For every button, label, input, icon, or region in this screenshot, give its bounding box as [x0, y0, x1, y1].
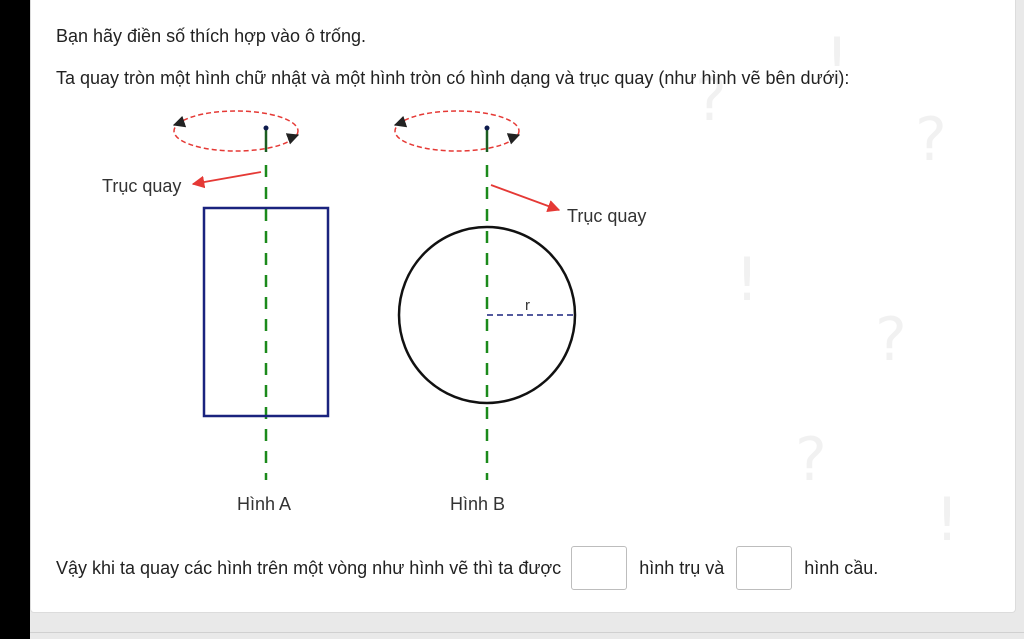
- question-text: Ta quay tròn một hình chữ nhật và một hì…: [56, 68, 850, 88]
- sphere-count-input[interactable]: [736, 546, 793, 590]
- circle-shape: [397, 225, 577, 405]
- answer-middle-text: hình trụ và: [639, 557, 725, 578]
- rotation-direction-arrow-a2: [285, 133, 300, 145]
- axis-pointer-arrow-b: [490, 184, 561, 213]
- caption-figure-b: Hình B: [450, 494, 505, 514]
- svg-text:?: ?: [795, 425, 827, 495]
- rectangle-shape: [202, 206, 330, 418]
- caption-figure-a: Hình A: [237, 494, 291, 514]
- answer-suffix-text: hình cầu.: [804, 557, 879, 578]
- svg-text:?: ?: [695, 65, 727, 135]
- svg-text:!: !: [735, 245, 759, 315]
- svg-text:?: ?: [915, 105, 947, 175]
- axis-label-b: Trục quay: [567, 206, 646, 226]
- rotation-direction-arrow-a: [172, 115, 187, 128]
- axis-top-point-a: [263, 125, 269, 131]
- svg-text:?: ?: [875, 305, 907, 375]
- figure-b: r Trục quay Hình B: [393, 110, 646, 514]
- rotation-direction-arrow-b2: [506, 133, 521, 145]
- answer-row: Vậy khi ta quay các hình trên một vòng n…: [56, 545, 878, 591]
- svg-text:!: !: [825, 25, 849, 95]
- instruction-text: Bạn hãy điền số thích hợp vào ô trống.: [56, 26, 367, 46]
- left-dark-bar: [0, 0, 30, 639]
- rotation-ellipse-b: [394, 110, 520, 152]
- rotation-figure: Trục quay Hình A r Trục quay Hình B: [102, 110, 646, 514]
- rotation-ellipse-a: [173, 110, 299, 152]
- cylinder-count-input[interactable]: [571, 546, 628, 590]
- question-card: ? ! ? ! ? ? ! Bạn hãy điền số thích hợp …: [30, 0, 1016, 613]
- background-watermark: ? ! ? ! ? ? !: [695, 25, 959, 555]
- axis-top-point-b: [484, 125, 490, 131]
- radius-label: r: [525, 297, 530, 314]
- figure-a: Trục quay Hình A: [102, 110, 330, 514]
- answer-prefix-text: Vậy khi ta quay các hình trên một vòng n…: [56, 557, 562, 578]
- rotation-direction-arrow-b: [393, 115, 408, 128]
- axis-label-a: Trục quay: [102, 176, 181, 196]
- svg-text:!: !: [935, 485, 959, 555]
- axis-pointer-arrow-a: [191, 171, 262, 189]
- bottom-divider: [30, 632, 1024, 633]
